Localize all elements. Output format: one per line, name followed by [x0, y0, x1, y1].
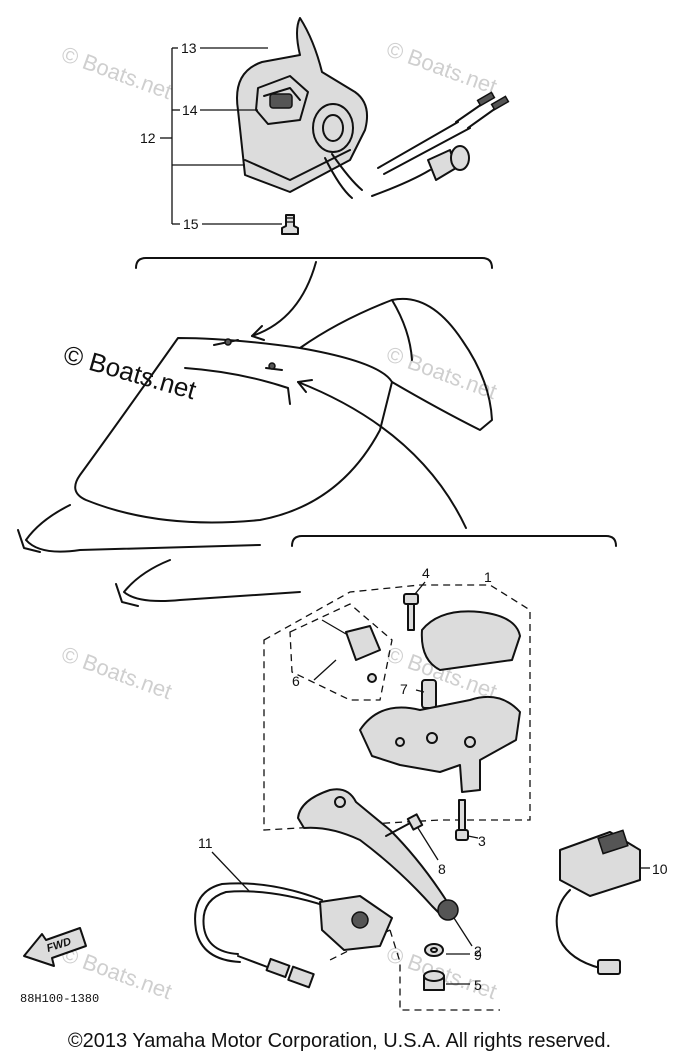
callout-11: 11 [198, 835, 213, 851]
watermark: © Boats.net [383, 341, 500, 404]
callout-4: 4 [422, 565, 430, 581]
callout-12: 12 [140, 130, 156, 146]
callout-3: 3 [478, 833, 486, 849]
callout-10: 10 [652, 861, 668, 877]
throttle-housing-group: 13 14 12 15 [140, 17, 510, 235]
copyright-notice: ©2013 Yamaha Motor Corporation, U.S.A. A… [67, 1030, 612, 1052]
detail-bracket [291, 535, 617, 547]
callout-13: 13 [181, 40, 197, 56]
watermark-main: © Boats.net [60, 339, 200, 406]
watermark: © Boats.net [58, 641, 175, 704]
callout-7: 7 [400, 681, 408, 697]
snowmobile-body [17, 297, 493, 607]
callout-15: 15 [183, 216, 199, 232]
watermark: © Boats.net [383, 36, 500, 99]
watermark: © Boats.net [58, 41, 175, 104]
brake-lever-group: 1 4 6 7 10 11 8 3 2 9 5 [194, 565, 668, 1011]
callout-1: 1 [484, 569, 492, 585]
callout-6: 6 [292, 673, 300, 689]
detail-bracket [135, 257, 493, 269]
pointer-arrow [297, 381, 467, 529]
fwd-arrow: FWD [23, 927, 87, 967]
callout-9: 9 [474, 947, 482, 963]
part-code: 88H100-1380 [20, 992, 99, 1006]
pointer-arrow [251, 261, 317, 337]
callout-5: 5 [474, 977, 482, 993]
callout-2: 2 [474, 943, 482, 959]
callout-8: 8 [438, 861, 446, 877]
callout-14: 14 [182, 102, 198, 118]
